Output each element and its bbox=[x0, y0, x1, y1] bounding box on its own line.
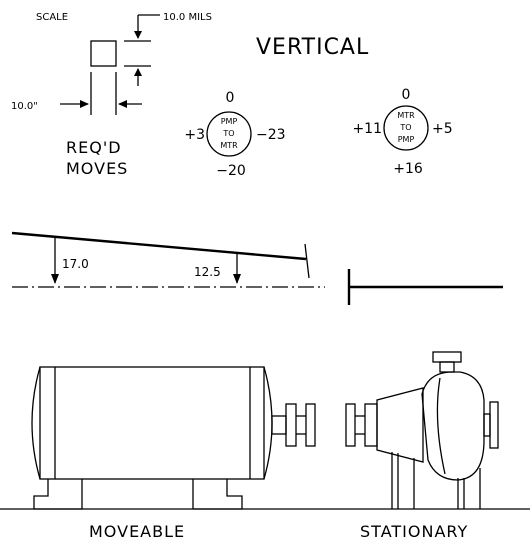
stationary-label: STATIONARY bbox=[360, 522, 468, 541]
moves-label: MOVES bbox=[66, 159, 128, 178]
dial-right-reading: +5 bbox=[432, 121, 453, 137]
shaft-offset-graphic bbox=[11, 231, 503, 305]
dial-face-line: TO bbox=[399, 123, 411, 132]
pump-coupling bbox=[345, 403, 356, 447]
dial-face-line: PMP bbox=[398, 135, 415, 144]
scale-label: SCALE bbox=[36, 12, 68, 23]
moveable-shaft-line bbox=[11, 231, 307, 261]
dial-left-reading: +11 bbox=[352, 121, 382, 137]
discharge-flange bbox=[432, 351, 462, 363]
direction-title: VERTICAL bbox=[256, 35, 369, 60]
dial-pump-to-motor: PMP TO MTR 0 +3 −23 −20 bbox=[184, 90, 285, 179]
moveable-machine bbox=[31, 366, 316, 510]
bearing-housing bbox=[376, 387, 424, 463]
dial-motor-to-pump-circle bbox=[383, 105, 429, 151]
pump-casing bbox=[421, 371, 485, 481]
moveable-label: MOVEABLE bbox=[89, 522, 185, 541]
dial-face-line: MTR bbox=[220, 141, 238, 150]
reqd-label: REQ'D bbox=[66, 138, 122, 157]
stationary-machine bbox=[345, 351, 499, 509]
motor-body bbox=[39, 366, 265, 480]
mils-label: 10.0 MILS bbox=[163, 12, 212, 23]
dial-top-reading: 0 bbox=[402, 87, 411, 103]
suction-flange bbox=[489, 401, 499, 449]
dial-face-line: TO bbox=[222, 129, 234, 138]
dial-left-reading: +3 bbox=[184, 127, 205, 143]
scale-box-graphic bbox=[60, 14, 160, 115]
dial-top-reading: 0 bbox=[226, 90, 235, 106]
dial-face-line: MTR bbox=[397, 111, 415, 120]
dial-pump-to-motor-circle bbox=[206, 111, 252, 157]
dial-right-reading: −23 bbox=[256, 127, 286, 143]
dial-bottom-reading: −20 bbox=[216, 163, 246, 179]
dial-face-line: PMP bbox=[221, 117, 238, 126]
motor-coupling bbox=[285, 403, 297, 447]
dial-bottom-reading: +16 bbox=[393, 161, 423, 177]
shaft-end-mark bbox=[304, 243, 310, 279]
far-offset-label: 17.0 bbox=[62, 257, 89, 271]
near-offset-label: 12.5 bbox=[194, 265, 221, 279]
length-label: 10.0" bbox=[11, 101, 38, 112]
dial-motor-to-pump: MTR TO PMP 0 +11 +5 +16 bbox=[352, 87, 452, 177]
